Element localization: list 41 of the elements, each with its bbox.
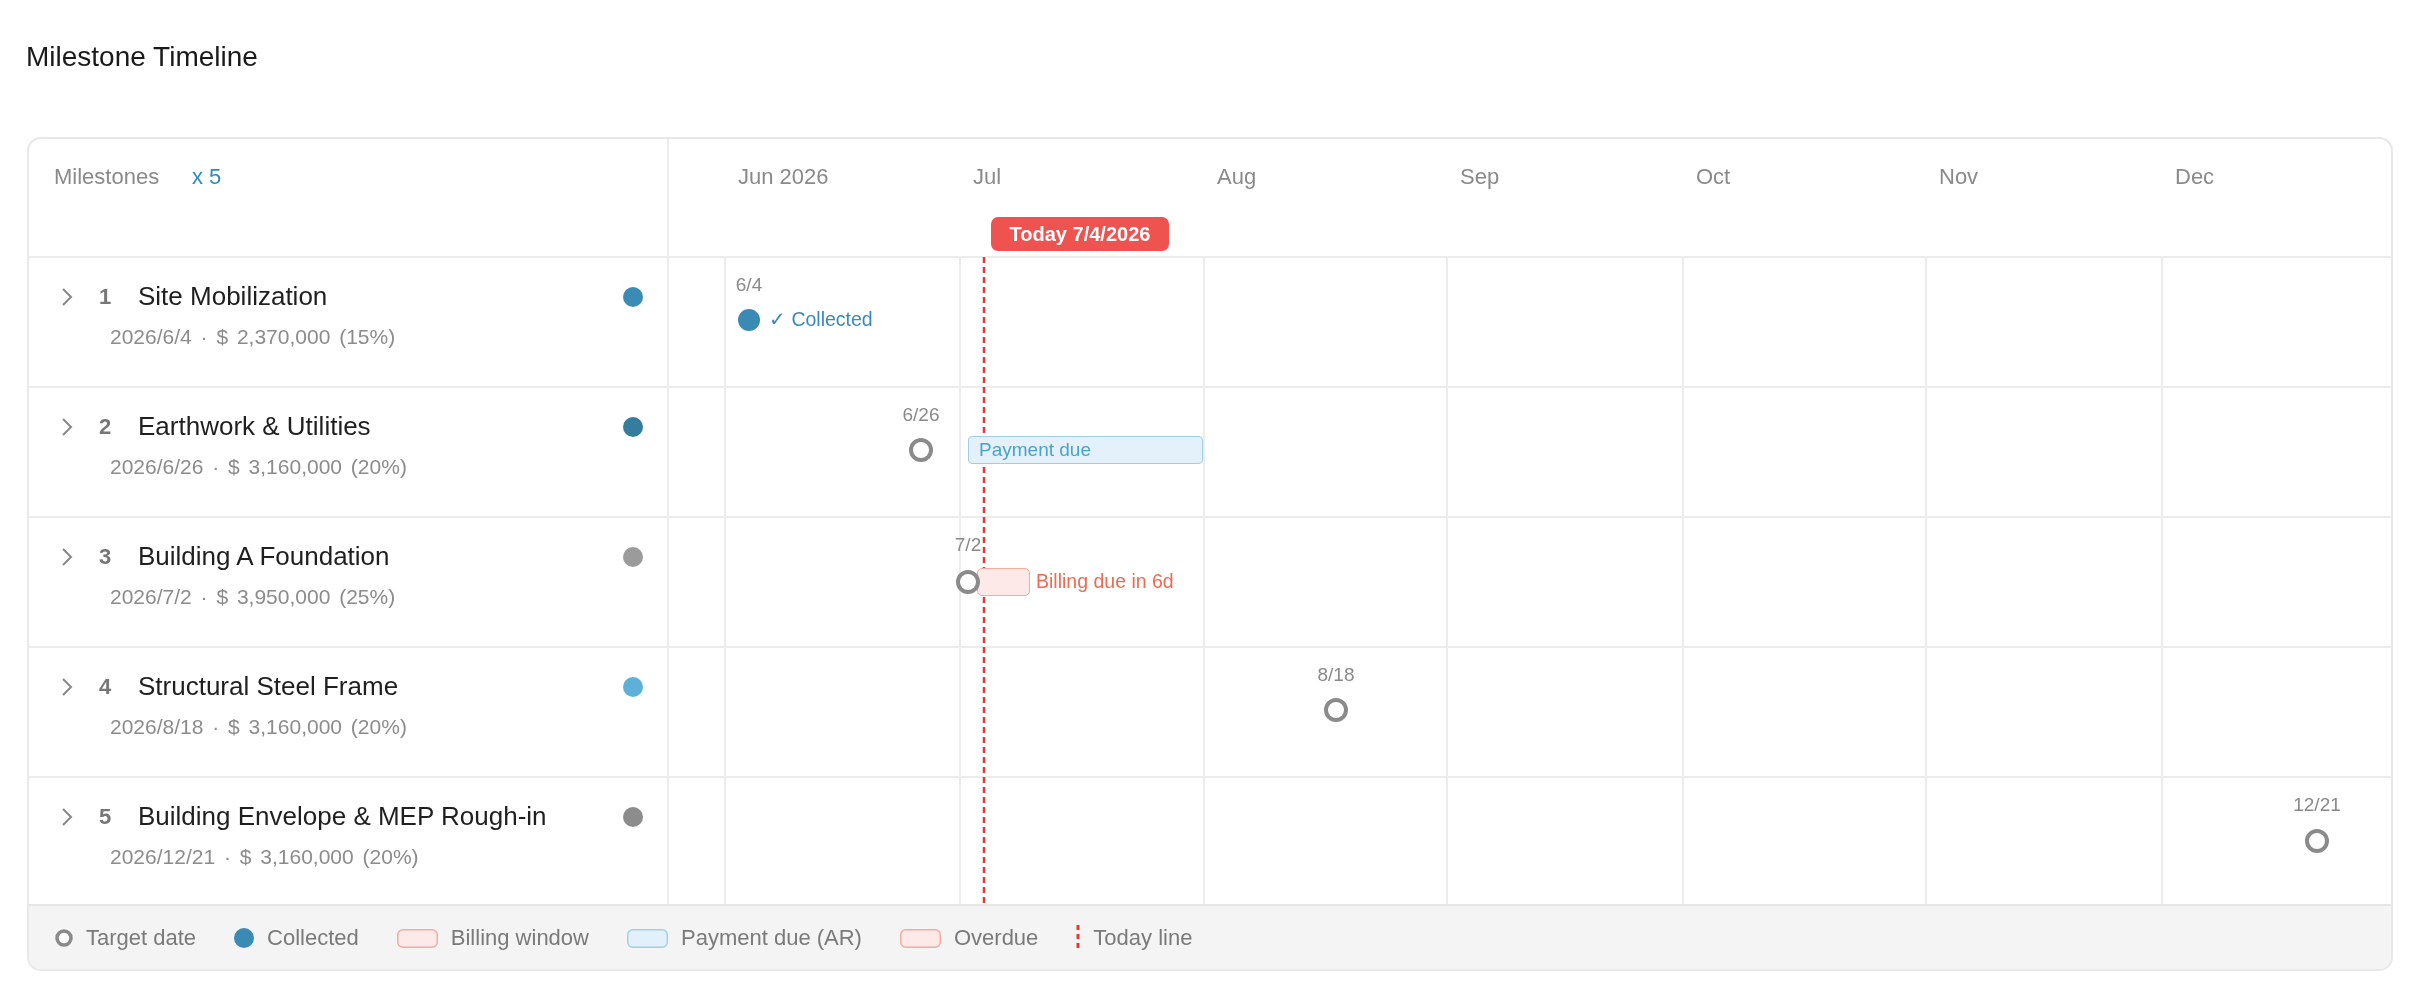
milestone-name: Building A Foundation <box>138 541 390 573</box>
milestone-details: 2026/7/2 · $ 3,950,000 (25%) <box>110 584 396 610</box>
legend-label: Collected <box>267 925 359 952</box>
row-number: 2 <box>99 413 112 441</box>
date-label: 6/4 <box>735 273 763 297</box>
milestone-name: Earthwork & Utilities <box>138 411 371 443</box>
count-label: x 5 <box>192 163 222 191</box>
milestone-details: 2026/8/18 · $ 3,160,000 (20%) <box>110 714 407 740</box>
milestone-name: Structural Steel Frame <box>138 671 399 703</box>
milestone-details: 2026/6/26 · $ 3,160,000 (20%) <box>110 454 407 480</box>
month-label: Nov <box>1939 163 1979 191</box>
column-header: Milestones <box>54 163 160 191</box>
payment-due-bar: Payment due <box>968 436 1203 464</box>
date-label: 12/21 <box>2293 793 2341 817</box>
status-label: ✓ Collected <box>769 308 873 332</box>
date-label: 6/26 <box>902 403 940 427</box>
legend-label: Billing window <box>450 925 589 952</box>
today-badge: Today 7/4/2026 <box>991 217 1169 251</box>
month-label: Dec <box>2175 163 2215 191</box>
milestone-name: Building Envelope & MEP Rough-in <box>138 801 547 833</box>
milestone-name: Site Mobilization <box>138 281 328 313</box>
date-label: 8/18 <box>1317 663 1355 687</box>
milestone-details: 2026/12/21 · $ 3,160,000 (20%) <box>110 844 419 870</box>
billing-window-box <box>977 568 1030 596</box>
legend-label: Payment due (AR) <box>681 925 862 952</box>
date-label: 7/2 <box>954 533 982 557</box>
month-label: Jun 2026 <box>738 163 829 191</box>
month-label: Jul <box>973 163 1002 191</box>
row-number: 1 <box>99 283 112 311</box>
row-number: 3 <box>99 543 112 571</box>
month-label: Oct <box>1696 163 1731 191</box>
legend-label: Today line <box>1093 925 1193 952</box>
legend-label: Overdue <box>953 925 1039 952</box>
month-label: Aug <box>1217 163 1257 191</box>
legend-label: Target date <box>86 925 197 952</box>
row-number: 5 <box>99 803 112 831</box>
row-number: 4 <box>99 673 112 701</box>
billing-due-label: Billing due in 6d <box>1036 570 1174 594</box>
milestone-details: 2026/6/4 · $ 2,370,000 (15%) <box>110 324 396 350</box>
month-label: Sep <box>1460 163 1500 191</box>
page-title: Milestone Timeline <box>26 40 258 74</box>
